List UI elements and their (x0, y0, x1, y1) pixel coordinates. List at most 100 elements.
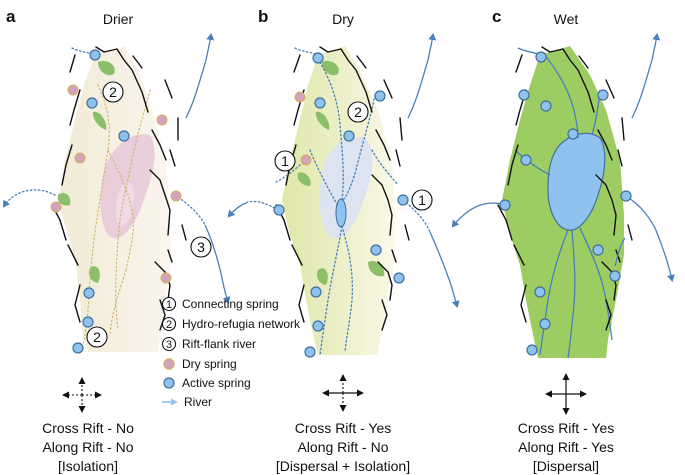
marker-1-left: 1 (274, 150, 296, 172)
springs (50, 49, 182, 354)
dry-spring (300, 154, 312, 166)
svg-text:Rift-flank river: Rift-flank river (182, 337, 256, 351)
active-spring (534, 286, 546, 298)
active-spring (520, 154, 532, 166)
panel-title: Wet (554, 11, 579, 27)
legend-item-river: River (162, 395, 212, 409)
legend-item-active-spring: Active spring (163, 376, 251, 390)
svg-text:Hydro-refugia network: Hydro-refugia network (182, 317, 301, 331)
legend-item-connecting-spring: 1 Connecting spring (161, 296, 279, 312)
panel-c: c Wet (451, 7, 675, 474)
dispersal-arrows-solid (545, 373, 587, 415)
active-spring (620, 190, 632, 202)
refugia-patch (88, 266, 100, 283)
active-spring (609, 270, 621, 282)
active-spring (83, 287, 95, 299)
dry-spring (294, 91, 306, 103)
caption-along-rift: Along Rift - No (297, 439, 388, 455)
svg-text:1: 1 (418, 192, 426, 208)
marker-3: 3 (190, 236, 212, 258)
active-spring (343, 130, 355, 142)
shrinking-lake (319, 136, 373, 239)
dry-spring (170, 190, 182, 202)
marker-2-upper: 2 (102, 81, 124, 103)
active-spring (592, 244, 604, 256)
svg-text:Connecting spring: Connecting spring (182, 297, 279, 311)
svg-text:3: 3 (166, 339, 172, 351)
panel-title: Dry (332, 11, 354, 27)
active-spring (273, 204, 285, 216)
springs (499, 51, 632, 356)
caption-along-rift: Along Rift - No (42, 439, 133, 455)
svg-text:2: 2 (109, 84, 117, 100)
caption-scenario: [Isolation] (58, 458, 118, 474)
marker-2: 2 (347, 101, 369, 123)
legend-item-rift-flank-river: 3 Rift-flank river (161, 336, 256, 352)
valley-floor-rivers (514, 54, 613, 359)
panel-letter: a (6, 7, 16, 26)
caption-cross-rift: Cross Rift - No (42, 420, 134, 436)
active-spring (518, 89, 530, 101)
panel-letter: b (258, 7, 268, 26)
active-spring (86, 97, 98, 109)
refugia-patch (315, 111, 330, 130)
svg-text:2: 2 (166, 319, 172, 331)
active-spring (393, 272, 405, 284)
active-spring (499, 199, 511, 211)
refugia-patch (297, 172, 311, 186)
caption-cross-rift: Cross Rift - Yes (295, 420, 391, 436)
springs (273, 52, 409, 358)
active-spring-icon (163, 377, 175, 389)
dry-spring (74, 152, 86, 164)
active-spring (82, 316, 94, 328)
active-spring (397, 194, 409, 206)
caption-scenario: [Dispersal + Isolation] (276, 458, 410, 474)
rift-fault-lines (497, 46, 633, 331)
active-spring (312, 320, 324, 332)
svg-text:3: 3 (197, 239, 205, 255)
caption-scenario: [Dispersal] (533, 458, 599, 474)
active-spring (314, 97, 326, 109)
active-spring (526, 344, 538, 356)
panel-title: Drier (103, 11, 134, 27)
svg-text:1: 1 (166, 299, 172, 311)
rift-fault-lines (51, 46, 187, 331)
legend-item-dry-spring: Dry spring (163, 357, 237, 371)
active-spring (539, 318, 551, 330)
active-spring (597, 89, 609, 101)
refugia-patch (92, 111, 107, 130)
active-spring (374, 90, 386, 102)
dry-spring (50, 201, 62, 213)
svg-text:2: 2 (354, 104, 362, 120)
active-spring (540, 100, 552, 112)
expanded-lake (547, 132, 606, 231)
dry-spring (67, 84, 79, 96)
svg-text:Active spring: Active spring (182, 376, 251, 390)
svg-text:2: 2 (93, 329, 101, 345)
caption-along-rift: Along Rift - Yes (518, 439, 614, 455)
svg-text:Dry spring: Dry spring (182, 357, 237, 371)
refugia-patch (98, 60, 115, 76)
rivers (451, 33, 675, 282)
valley-floor-channels (309, 61, 399, 356)
marker-2-lower: 2 (86, 326, 108, 348)
panel-b: b Dry (227, 7, 460, 474)
panel-a: a Drier (2, 7, 231, 474)
dry-spring-icon (163, 358, 175, 370)
legend: 1 Connecting spring 2 Hydro-refugia netw… (161, 296, 301, 409)
refugia-patch (316, 268, 328, 285)
active-spring (89, 49, 101, 61)
active-spring (118, 130, 130, 142)
remnant-lake (335, 198, 347, 228)
svg-text:1: 1 (281, 153, 289, 169)
active-spring (312, 52, 324, 64)
legend-item-hydro-refugia-network: 2 Hydro-refugia network (161, 316, 301, 332)
active-spring (304, 346, 316, 358)
svg-text:River: River (184, 395, 212, 409)
refugia-patch (322, 60, 339, 76)
active-spring (535, 51, 547, 63)
dry-spring (160, 272, 172, 284)
refugia-patch (57, 193, 71, 206)
active-spring (310, 286, 322, 298)
